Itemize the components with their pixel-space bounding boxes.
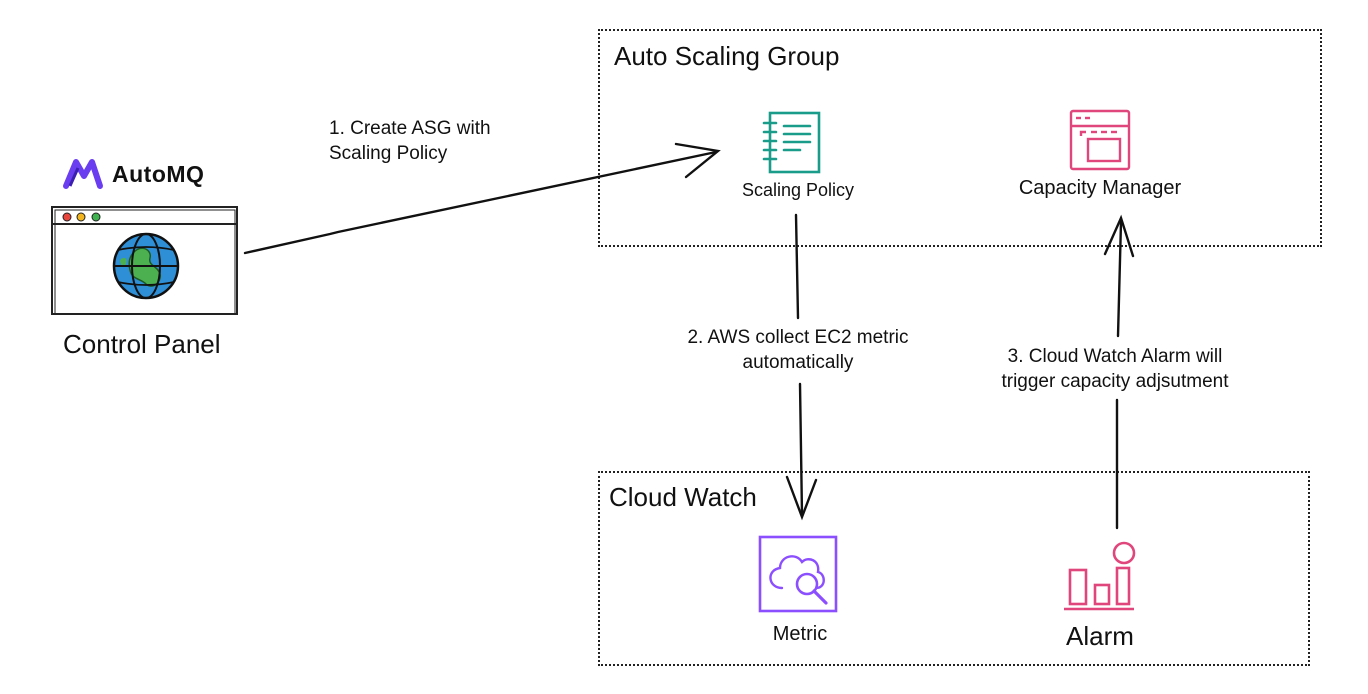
step-3-annotation: 3. Cloud Watch Alarm will trigger capaci… <box>970 345 1260 394</box>
control-panel-label: Control Panel <box>63 329 221 359</box>
scaling-policy-document-icon <box>762 111 821 174</box>
cloudwatch-alarm-icon <box>1064 541 1136 611</box>
brand-name: AutoMQ <box>112 161 205 187</box>
step-2-line-1: 2. AWS collect EC2 metric <box>687 327 909 348</box>
cloud-watch-box <box>598 471 1310 666</box>
step-3-line-1: 3. Cloud Watch Alarm will <box>1007 346 1223 367</box>
arrow-trigger-capacity <box>1103 214 1135 530</box>
arrow-collect-metric <box>785 213 818 521</box>
arrow-create-asg <box>243 142 721 255</box>
auto-scaling-group-title: Auto Scaling Group <box>614 41 840 71</box>
capacity-manager-window-icon <box>1069 109 1131 171</box>
capacity-manager-label: Capacity Manager <box>1018 177 1182 199</box>
automq-logo-icon <box>63 159 103 189</box>
alarm-label: Alarm <box>1066 621 1134 651</box>
auto-scaling-group-box <box>598 29 1322 247</box>
step-2-line-2: automatically <box>742 351 854 373</box>
cloud-watch-title: Cloud Watch <box>609 482 757 512</box>
browser-globe-icon <box>51 206 238 315</box>
metric-label: Metric <box>772 623 828 645</box>
cloudwatch-metric-icon <box>758 535 838 613</box>
step-1-line-1: 1. Create ASG with <box>329 118 491 139</box>
step-1-line-2: Scaling Policy <box>329 142 448 164</box>
step-3-line-2: trigger capacity adjsutment <box>1001 370 1229 392</box>
step-1-annotation: 1. Create ASG with Scaling Policy <box>329 117 491 166</box>
scaling-policy-label: Scaling Policy <box>741 180 855 200</box>
step-2-annotation: 2. AWS collect EC2 metric automatically <box>658 326 938 375</box>
